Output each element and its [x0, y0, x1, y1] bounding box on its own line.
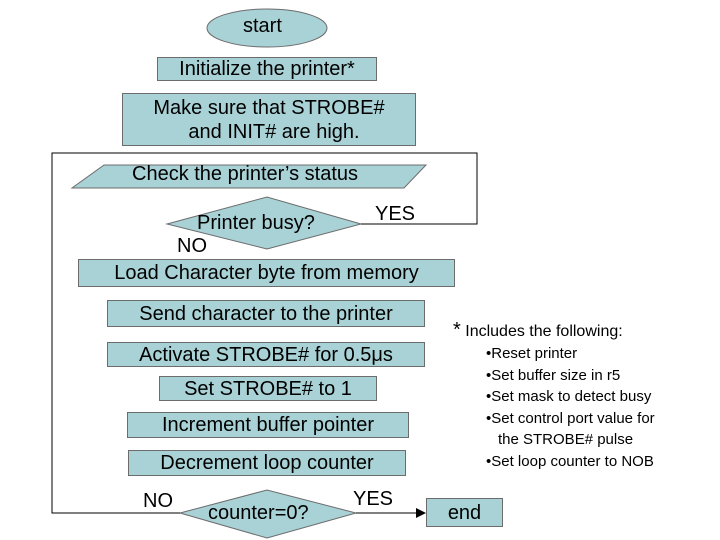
printer-busy-yes-label: YES	[375, 203, 416, 225]
start-label: start	[243, 15, 282, 37]
strobe-init-line1: Make sure that STROBE#	[153, 96, 385, 119]
end-box: end	[426, 498, 503, 527]
note-item: •Set mask to detect busy	[486, 388, 652, 405]
printer-busy-no-label: NO	[177, 235, 207, 257]
note-items: •Reset printer •Set buffer size in r5 •S…	[486, 343, 655, 472]
strobe-init-box: Make sure that STROBE# and INIT# are hig…	[122, 93, 416, 146]
note-item-continuation: the STROBE# pulse	[498, 431, 634, 448]
note-title: * Includes the following:	[453, 319, 623, 342]
note-star: *	[453, 319, 461, 341]
counter-yes-arrowhead	[416, 508, 426, 518]
send-character-box: Send character to the printer	[107, 300, 425, 327]
note-title-text: Includes the following:	[465, 323, 623, 340]
note-item: •Set control port value for	[486, 409, 655, 427]
set-strobe-box: Set STROBE# to 1	[159, 376, 377, 401]
check-status-label: Check the printer’s status	[132, 163, 359, 185]
note-item: •Reset printer	[486, 345, 578, 362]
increment-buffer-box: Increment buffer pointer	[127, 412, 409, 438]
initialize-printer-box: Initialize the printer*	[157, 57, 377, 81]
check-status-parallelogram	[70, 164, 428, 189]
note-item: •Set buffer size in r5	[486, 366, 621, 384]
counter-no-loop-line	[51, 152, 404, 514]
printer-busy-label: Printer busy?	[197, 212, 315, 234]
strobe-init-line2: and INIT# are high.	[188, 120, 360, 143]
decrement-counter-box: Decrement loop counter	[128, 450, 406, 476]
counter-check-label: counter=0?	[208, 502, 309, 524]
counter-no-label: NO	[143, 490, 173, 512]
start-terminal-shape	[206, 8, 328, 48]
note-item: •Set loop counter to NOB	[486, 452, 654, 470]
counter-yes-label: YES	[353, 488, 394, 510]
activate-strobe-box: Activate STROBE# for 0.5μs	[107, 342, 425, 367]
load-character-box: Load Character byte from memory	[78, 259, 455, 287]
busy-yes-loop-line	[361, 152, 478, 225]
